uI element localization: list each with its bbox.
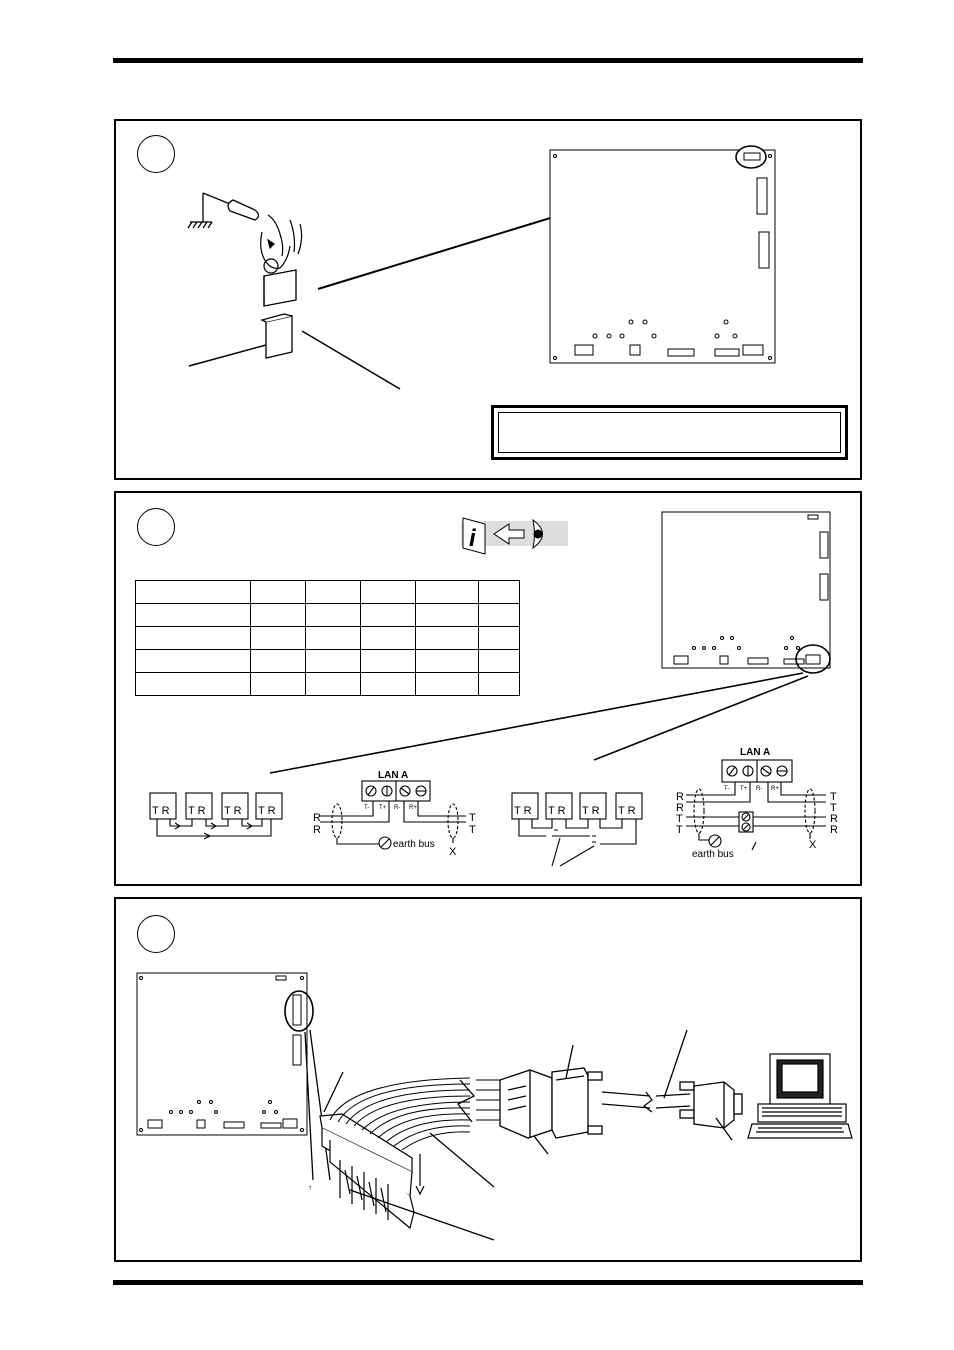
svg-text:i: i [469,525,477,552]
ribbon-connector [319,1113,425,1230]
table-cell [135,603,251,627]
computer-icon [747,1053,853,1139]
ring-diagram-right [511,792,643,867]
step-3-circle [137,915,175,953]
panel-step-1 [114,119,862,480]
top-rule [113,58,863,63]
table-edge [188,330,401,390]
wire-label: R [676,802,684,814]
wrist-strap-icon [227,199,260,221]
wire-label: R [830,824,838,836]
terminal-label: R- [756,786,762,792]
wire-label: T [469,812,476,824]
panel-step-3 [114,897,862,1262]
table-cell [478,649,520,673]
pointer-line-right [593,675,809,761]
table-cell [305,649,361,673]
warning-box [491,405,848,460]
terminal-label: T+ [379,805,387,811]
table-cell [360,603,416,627]
wire-label: T [469,824,476,836]
info-manual-icon: i [461,517,568,555]
terminal-label: R- [394,805,400,811]
ribbon-cable [329,1077,500,1151]
tr-label: T R [152,805,170,817]
module-block [263,269,297,307]
terminal-label: R+ [771,786,779,792]
db25-connector [499,1067,603,1139]
panel-step-2 [114,491,862,886]
tr-label: T R [548,805,566,817]
table-cell [135,672,251,696]
earth-bus-label: earth bus [393,839,435,850]
terminal-label: T+ [740,786,748,792]
table-cell [135,626,251,650]
x-label: X [449,846,457,858]
table-cell [250,672,306,696]
tr-label: T R [618,805,636,817]
earth-bus-label: earth bus [692,849,734,860]
config-table [135,580,520,696]
table-cell [305,672,361,696]
wire-label: R [313,812,321,824]
pcb-board-1 [549,145,776,364]
table-row [135,626,520,650]
table-cell [360,626,416,650]
wire-label: R [313,824,321,836]
tr-label: T R [514,805,532,817]
svg-text:↑: ↑ [308,1183,312,1192]
table-row [135,649,520,673]
table-cell [135,649,251,673]
db9-connector [679,1081,743,1129]
wire-label: T [830,802,837,814]
pointer-line-left [269,672,804,774]
table-row [135,672,520,696]
tr-label: T R [258,805,276,817]
wire-label: R [676,791,684,803]
lan-a-terminal-left [320,780,466,850]
component-block [260,313,293,359]
tr-label: T R [582,805,600,817]
step-1-circle [137,135,175,173]
step-2-circle [137,508,175,546]
terminal-label: T- [364,805,369,811]
terminal-label: T- [724,786,729,792]
pcb-board-2 [661,511,831,674]
serial-cable [601,1091,691,1113]
bottom-rule [113,1280,863,1285]
leader-lines [323,1029,733,1241]
wire-label: T [830,791,837,803]
hand-icon [260,214,303,274]
table-cell [478,580,520,604]
table-cell [250,649,306,673]
ring-diagram-left [149,792,283,840]
pcb-board-3 [136,972,314,1136]
terminal-label: R+ [409,805,417,811]
lan-a-title-left: LAN A [378,770,408,781]
tr-label: T R [188,805,206,817]
wire-label: R [830,813,838,825]
wire-label: T [676,813,683,825]
table-cell [305,626,361,650]
wire-label: T [676,824,683,836]
table-cell [135,580,251,604]
tr-label: T R [224,805,242,817]
x-label: X [809,839,817,851]
lan-a-title-right: LAN A [740,747,770,758]
table-cell [250,580,306,604]
table-cell [478,672,520,696]
table-cell [360,672,416,696]
lan-a-terminal-right [686,759,826,851]
